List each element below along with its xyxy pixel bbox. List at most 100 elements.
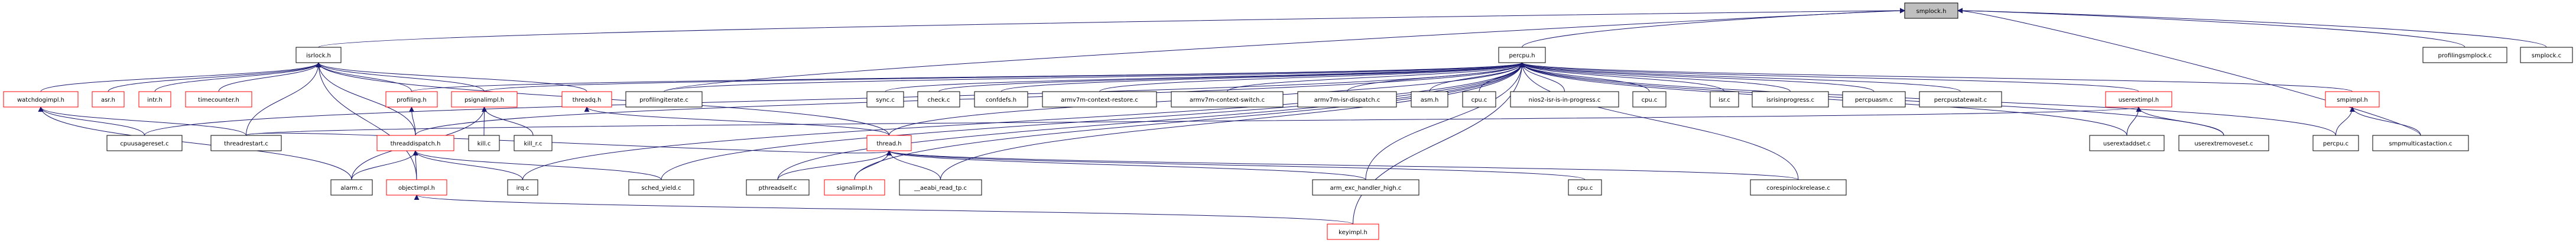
- node-pthreadself-c[interactable]: pthreadself.c: [746, 179, 810, 196]
- node-label: smplock.h: [1916, 8, 1946, 15]
- node-profilingsmplock-c[interactable]: profilingsmplock.c: [2422, 47, 2507, 63]
- node-asr-h[interactable]: asr.h: [92, 91, 125, 108]
- node-box: [628, 179, 694, 196]
- node-aeabi-c[interactable]: __aeabi_read_tp.c: [899, 179, 982, 196]
- node-label: objectimpl.h: [398, 185, 435, 192]
- node-label: thread.h: [876, 141, 901, 147]
- node-percpuasm-c[interactable]: percpuasm.c: [1842, 91, 1906, 108]
- edge-kill_r_c-to-psignalimpl_h: [482, 106, 534, 136]
- node-isr-c[interactable]: isr.c: [1710, 91, 1739, 108]
- node-check-c[interactable]: check.c: [917, 91, 960, 108]
- node-box: [2312, 135, 2359, 151]
- edge-signalimpl_h-to-thread_h: [854, 150, 892, 180]
- node-threaddispatch-h[interactable]: threaddispatch.h: [376, 135, 454, 151]
- node-box: [974, 91, 1028, 108]
- node-psignalimpl-h[interactable]: psignalimpl.h: [451, 91, 518, 108]
- node-thread-h[interactable]: thread.h: [866, 135, 912, 151]
- node-cpu-c-3[interactable]: cpu.c: [1568, 179, 1602, 196]
- node-box: [2372, 135, 2469, 151]
- node-cpu-c-2[interactable]: cpu.c: [1632, 91, 1667, 108]
- edge-ctx_switch_c-to-percpu_h: [1227, 62, 1525, 92]
- node-kill-r-c[interactable]: kill_r.c: [514, 135, 553, 151]
- edge-userextremoveset_c-to-userextimpl_h: [2136, 106, 2224, 136]
- node-label: watchdogimpl.h: [17, 97, 64, 103]
- node-kill-c[interactable]: kill.c: [468, 135, 500, 151]
- node-ctx-switch-c[interactable]: armv7m-context-switch.c: [1171, 91, 1284, 108]
- node-cpuusagereset-c[interactable]: cpuusagereset.c: [106, 135, 183, 151]
- node-objectimpl-h[interactable]: objectimpl.h: [386, 179, 447, 196]
- node-box: [1919, 91, 2002, 108]
- node-threadrestart-c[interactable]: threadrestart.c: [210, 135, 282, 151]
- node-threadq-h[interactable]: threadq.h: [561, 91, 612, 108]
- node-cpu-c-1[interactable]: cpu.c: [1462, 91, 1496, 108]
- node-box: [138, 91, 171, 108]
- node-signalimpl-h[interactable]: signalimpl.h: [824, 179, 885, 196]
- edge-cpu_c_3-to-thread_h: [886, 150, 1586, 180]
- edge-ctx_restore_c-to-percpu_h: [1099, 62, 1525, 92]
- node-box: [1042, 91, 1157, 108]
- node-box: [1297, 91, 1397, 108]
- node-ctx-restore-c[interactable]: armv7m-context-restore.c: [1042, 91, 1157, 108]
- edge-arm_exc_c-to-thread_h: [886, 150, 1366, 180]
- node-label: threaddispatch.h: [391, 141, 441, 147]
- node-percpu-c[interactable]: percpu.c: [2312, 135, 2359, 151]
- node-box: [2105, 91, 2172, 108]
- node-userextimpl-h[interactable]: userextimpl.h: [2105, 91, 2172, 108]
- node-isrisinprogress-c[interactable]: isrisinprogress.c: [1752, 91, 1829, 108]
- node-label: threadrestart.c: [224, 141, 268, 147]
- node-box: [1632, 91, 1667, 108]
- node-percpu-h[interactable]: percpu.h: [1498, 47, 1546, 63]
- edge-objectimpl_h-to-threaddispatch_h: [412, 150, 418, 180]
- node-percpustatewait-c[interactable]: percpustatewait.c: [1919, 91, 2002, 108]
- node-profilingiterate-c[interactable]: profilingiterate.c: [625, 91, 703, 108]
- edge-percpu_c-to-smpimpl_h: [2335, 106, 2355, 136]
- edge-percpu_h-to-smplock_h: [1522, 8, 1905, 48]
- node-smpimpl-h[interactable]: smpimpl.h: [2325, 91, 2380, 108]
- node-alarm-c[interactable]: alarm.c: [330, 179, 373, 196]
- edge-threadrestart_c-to-watchdogimpl_h: [38, 106, 246, 136]
- edge-smpimpl_h-to-percpu_h: [1519, 62, 2353, 92]
- node-sched-yield-c[interactable]: sched_yield.c: [628, 179, 694, 196]
- node-asm-h[interactable]: asm.h: [1411, 91, 1448, 108]
- edge-keyimpl_h-to-percpu_h: [1353, 62, 1525, 225]
- node-timecounter-h[interactable]: timecounter.h: [185, 91, 252, 108]
- node-label: __aeabi_read_tp.c: [914, 185, 967, 192]
- node-sync-c[interactable]: sync.c: [866, 91, 904, 108]
- node-userextremoveset-c[interactable]: userextremoveset.c: [2178, 135, 2269, 151]
- node-nios2-c[interactable]: nios2-isr-is-in-progress.c: [1510, 91, 1619, 108]
- node-smplock-c[interactable]: smplock.c: [2520, 47, 2573, 63]
- node-confdefs-h[interactable]: confdefs.h: [974, 91, 1028, 108]
- node-irq-c[interactable]: irq.c: [507, 179, 538, 196]
- node-arm-exc-c[interactable]: arm_exc_handler_high.c: [1312, 179, 1419, 196]
- node-box: [210, 135, 282, 151]
- node-box: [2520, 47, 2573, 63]
- edge-sched_yield_c-to-threaddispatch_h: [412, 150, 662, 180]
- node-box: [625, 91, 703, 108]
- node-box: [1312, 179, 1419, 196]
- edge-psignalimpl_h-to-isrlock_h: [316, 62, 485, 92]
- node-watchdogimpl-h[interactable]: watchdogimpl.h: [3, 91, 79, 108]
- node-label: userextremoveset.c: [2194, 141, 2253, 147]
- edge-pthreadself_c-to-thread_h: [777, 150, 892, 180]
- node-box: [3, 91, 79, 108]
- node-label: smpimpl.h: [2337, 97, 2367, 103]
- node-intr-h[interactable]: intr.h: [138, 91, 171, 108]
- node-userextaddset-c[interactable]: userextaddset.c: [2089, 135, 2165, 151]
- node-corespin-c[interactable]: corespinlockrelease.c: [1750, 179, 1847, 196]
- node-isrlock-h[interactable]: isrlock.h: [295, 47, 342, 63]
- edge-threadrestart_c-to-thread_h: [246, 132, 892, 156]
- edge-thread_h-to-threadq_h: [584, 106, 889, 136]
- node-keyimpl-h[interactable]: keyimpl.h: [1327, 223, 1379, 240]
- node-box: [451, 91, 518, 108]
- edge-psignalimpl_h-to-percpu_h: [484, 62, 1525, 92]
- edge-asr_h-to-isrlock_h: [108, 62, 321, 92]
- edge-corespin_c-to-thread_h: [886, 150, 1799, 180]
- node-smpmulticastaction-c[interactable]: smpmulticastaction.c: [2372, 135, 2469, 151]
- node-box: [1327, 223, 1379, 240]
- node-label: corespinlockrelease.c: [1766, 185, 1830, 192]
- node-smplock-h[interactable]: smplock.h: [1904, 2, 1958, 19]
- node-profiling-h[interactable]: profiling.h: [385, 91, 438, 108]
- node-label: check.c: [928, 97, 950, 103]
- node-isr-dispatch-c[interactable]: armv7m-isr-dispatch.c: [1297, 91, 1397, 108]
